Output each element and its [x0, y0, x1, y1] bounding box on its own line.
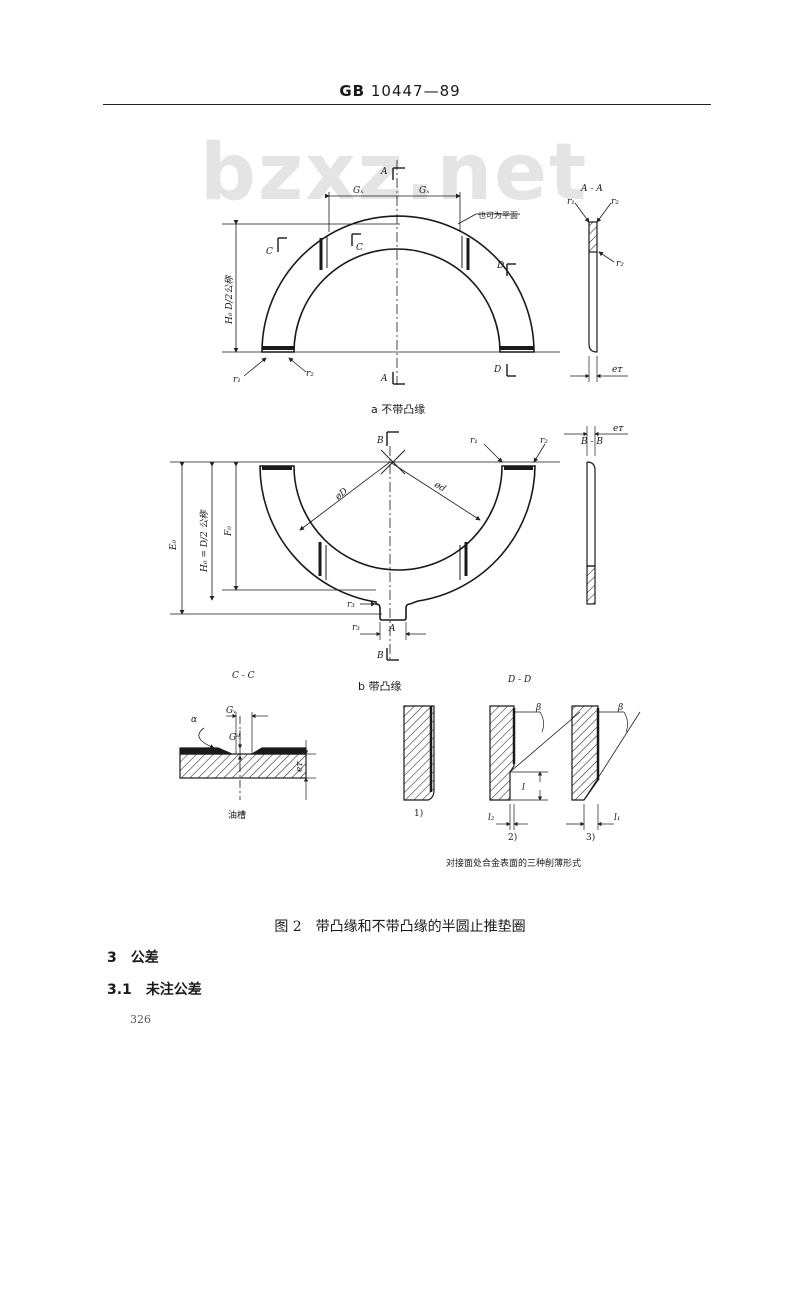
label-gd: Gᵈ: [229, 733, 240, 743]
label-phi-d-big: øD: [333, 487, 350, 503]
section-cc: [179, 712, 316, 800]
view-a-without-flange: [222, 160, 560, 385]
subcaption-b: b 带凸缘: [358, 680, 401, 693]
label-r3-b-lower: r₃: [352, 623, 360, 633]
label-a-top: A: [380, 167, 388, 177]
section-aa-labels: A - A r₁ r₂ r₂ eᴛ: [567, 184, 624, 375]
label-et-bb: eᴛ: [613, 424, 624, 434]
label-et-aa: eᴛ: [612, 365, 623, 375]
section-3-title: 公差: [130, 950, 159, 966]
label-d-bottom: D: [493, 365, 501, 375]
label-l1: l₁: [614, 813, 621, 823]
header-rule: [103, 104, 711, 105]
label-b-bottom: B: [376, 651, 384, 661]
label-gx-left: Gₓ: [353, 186, 364, 196]
label-c-left: C: [266, 247, 273, 257]
label-gw: Gᵥ: [226, 706, 237, 716]
label-b-top: B: [376, 436, 384, 446]
label-form-1: 1): [414, 808, 423, 819]
section-3-heading: 3 公差: [107, 947, 159, 967]
section-dd: [403, 705, 641, 830]
figure-title: 带凸缘和不带凸缘的半圆止推垫圈: [315, 919, 526, 935]
label-r1-a: r₁: [233, 375, 241, 385]
label-d-top: D: [496, 261, 504, 271]
section-3-1-title: 未注公差: [145, 982, 202, 998]
subcaption-a: a 不带凸缘: [371, 403, 425, 416]
label-l: l: [522, 783, 525, 793]
label-alpha: α: [191, 715, 197, 725]
label-h0-b: H₀ = D/2 公称: [199, 508, 210, 573]
bearing-note: 对接面处合金表面的三种削薄形式: [446, 857, 581, 869]
label-flat-note: 也可为平面: [478, 210, 518, 220]
section-bb-labels: B - B eᴛ: [580, 424, 624, 447]
label-f0: F₀: [224, 526, 234, 537]
section-bb: [564, 426, 628, 605]
label-r2-b: r₂: [540, 436, 548, 446]
label-dd: D - D: [507, 675, 531, 685]
label-r2-aa: r₂: [611, 197, 619, 207]
label-h0-a: H₀ D/2公称: [224, 274, 235, 325]
standard-code: GB: [339, 82, 366, 100]
label-r2-aa-lower: r₂: [616, 259, 624, 269]
section-3-1-heading: 3.1 未注公差: [107, 979, 202, 999]
view-b-labels: B B øD ød r₁ r₂ r₃ r₃ A E₀ H₀ = D/2 公称 F…: [169, 436, 548, 693]
label-cc: C - C: [232, 671, 255, 681]
label-aa: A - A: [580, 184, 603, 194]
section-3-1-number: 3.1: [107, 982, 132, 998]
label-beta-2: β: [535, 703, 541, 713]
section-3-number: 3: [107, 950, 117, 966]
label-r3-b-upper: r₃: [347, 600, 355, 610]
label-gx-right: Gₓ: [419, 186, 430, 196]
label-bb: B - B: [580, 437, 603, 447]
label-l2: l₂: [488, 813, 495, 823]
label-a-b: A: [388, 624, 396, 634]
label-phi-d-small: ød: [432, 480, 448, 495]
view-b-with-flange: [170, 431, 560, 661]
figure-number: 图 2: [274, 919, 302, 935]
standard-number: 10447—89: [370, 82, 461, 100]
label-r1-aa: r₁: [567, 197, 575, 207]
label-beta-3: β: [617, 703, 623, 713]
section-aa: [570, 202, 628, 382]
label-c-right: C: [356, 243, 363, 253]
page-number: 326: [130, 1013, 151, 1026]
label-r1-b: r₁: [470, 436, 478, 446]
label-form-3: 3): [586, 832, 595, 843]
figure-caption: 图 2 带凸缘和不带凸缘的半圆止推垫圈: [0, 916, 800, 936]
label-a-bottom: A: [380, 374, 388, 384]
view-a-labels: A A Gₓ Gₓ 也可为平面 C C D D r₁ r₂ H₀ D/2公称 a…: [224, 167, 518, 416]
section-cc-labels: C - C Gᵥ Gᵈ α eᴛ 油槽: [191, 671, 305, 821]
technical-drawing: A A Gₓ Gₓ 也可为平面 C C D D r₁ r₂ H₀ D/2公称 a…: [169, 160, 641, 869]
label-et-cc: eᴛ: [295, 761, 305, 772]
label-form-2: 2): [508, 832, 517, 843]
label-e0: E₀: [169, 539, 179, 551]
label-r2-a: r₂: [306, 369, 314, 379]
document-header: GB 10447—89: [0, 82, 800, 100]
label-oil-groove: 油槽: [228, 809, 246, 821]
section-dd-labels: D - D β β l l₂ l₁ 1) 2) 3) 对接面处合金表面的三种削薄…: [414, 675, 623, 869]
